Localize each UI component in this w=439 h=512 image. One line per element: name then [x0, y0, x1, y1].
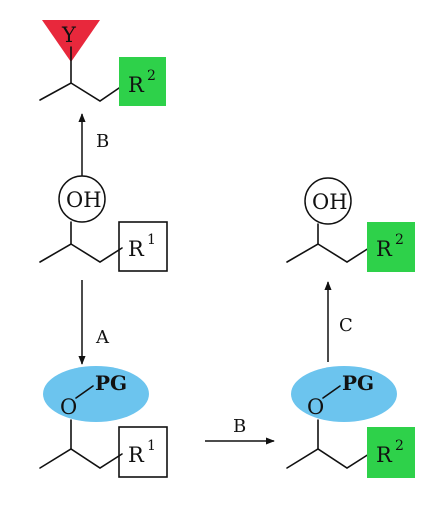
product-skeleton	[286, 243, 370, 263]
arrow-label-c: C	[339, 315, 353, 336]
y-triangle-marker	[42, 20, 100, 62]
protected-r2-o-label: O	[307, 395, 324, 419]
r1-box-start	[118, 221, 168, 272]
arrow-right-bottom: B	[205, 416, 275, 445]
r2-box-top	[119, 57, 166, 106]
r1-box-protected	[118, 426, 168, 478]
start-oh-label: OH	[66, 188, 102, 212]
start-r-superscript: 1	[147, 232, 156, 248]
arrow-label-b-right: B	[233, 416, 246, 437]
product-oh-label: OH	[312, 190, 348, 214]
arrow-up-right: C	[324, 281, 353, 362]
product-r-label: R	[376, 237, 393, 261]
arrow-up-left: B	[78, 113, 109, 176]
protected-r2-r-label: R	[376, 443, 393, 467]
protected-r1-skeleton	[39, 448, 123, 469]
product-molecule: OH R 2	[286, 177, 415, 272]
r2-box-product	[367, 222, 415, 272]
top-r-superscript: 2	[147, 68, 156, 84]
protected-r2-skeleton	[286, 448, 370, 469]
top-molecule-skeleton	[39, 82, 123, 102]
start-r-label: R	[128, 237, 145, 261]
product-r-superscript: 2	[395, 232, 404, 248]
protected-r1-o-label: O	[60, 395, 77, 419]
r2-box-protected	[367, 427, 415, 478]
pg-ellipse-left	[43, 366, 149, 422]
start-molecule: OH R 1	[39, 175, 168, 272]
pg-ellipse-right	[291, 366, 397, 422]
start-molecule-skeleton	[39, 243, 123, 263]
protected-r2-o-pg-bond	[322, 385, 341, 399]
arrow-label-b-up: B	[96, 131, 109, 152]
oh-circle-start	[58, 175, 106, 223]
oh-circle-product	[304, 177, 352, 225]
arrow-down-left: A	[78, 280, 110, 365]
protected-r1-pg-label: PG	[95, 371, 127, 395]
protected-r2-pg-label: PG	[342, 371, 374, 395]
arrow-label-a: A	[95, 327, 110, 348]
top-molecule: Y R 2	[39, 20, 166, 106]
protected-r1-r-label: R	[128, 443, 145, 467]
protected-r2-r-superscript: 2	[395, 438, 404, 454]
top-r-label: R	[128, 73, 145, 97]
protected-molecule-r2: O PG R 2	[286, 366, 415, 478]
protected-r1-o-pg-bond	[75, 385, 94, 399]
protected-molecule-r1: O PG R 1	[39, 366, 168, 478]
protected-r1-r-superscript: 1	[147, 438, 156, 454]
y-label: Y	[61, 23, 77, 47]
